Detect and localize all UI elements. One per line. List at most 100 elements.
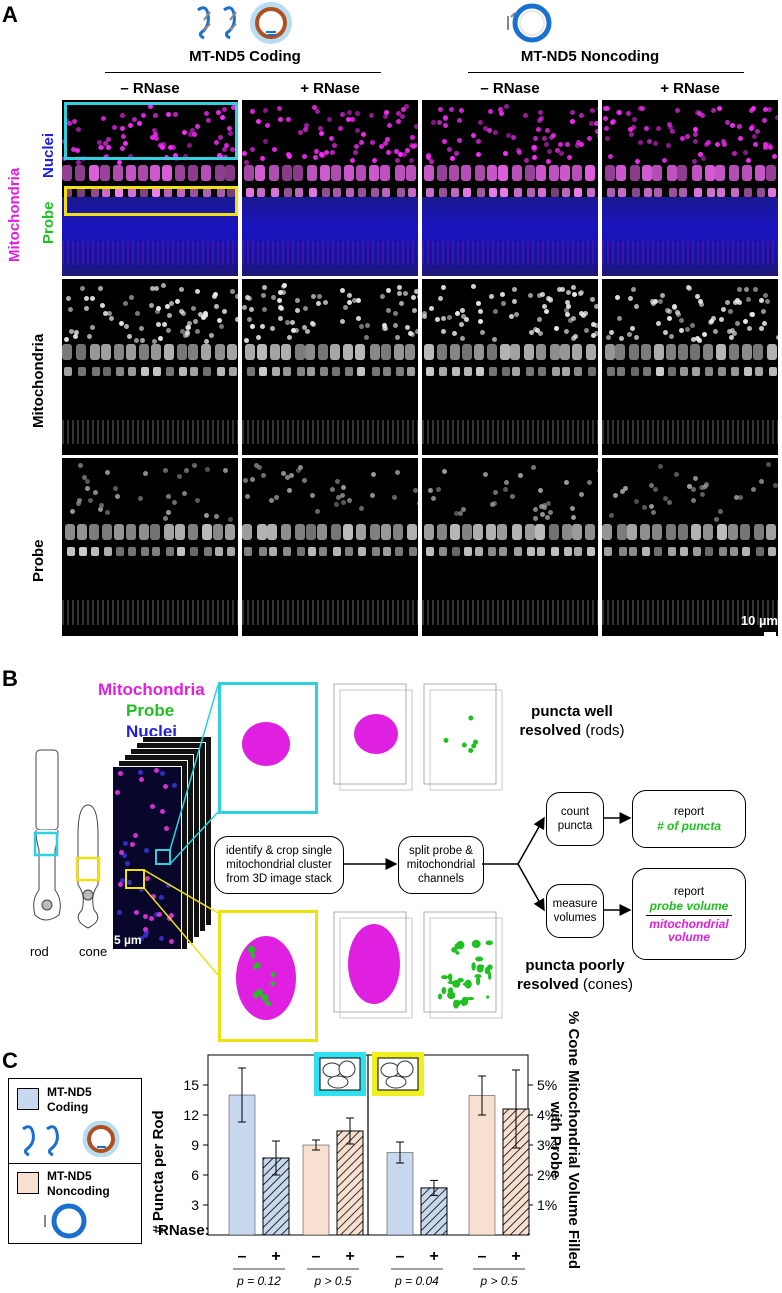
count-box: count puncta [546,792,604,846]
rod-label: rod [30,944,49,959]
legend-noncoding-icon [44,1203,87,1239]
label-mitochondria: Mitochondria [6,167,23,262]
micrograph-r3-c3 [422,458,598,636]
rods-heading-1: puncta well [531,703,613,720]
bar-cones-5 [386,1152,414,1236]
report-num: probe volume [645,899,733,916]
col-coding-plus: + RNase [300,80,360,97]
header-coding: MT-ND5 Coding [189,48,301,65]
cone-merge-punctum [253,962,261,969]
cone-probe-punctum [485,940,493,946]
report-cones-box: report probe volume mitochondrial volume [632,868,746,960]
legend-noncoding-label: MT-ND5 Noncoding [47,1169,110,1198]
row-probe-label: Probe [30,539,47,582]
pvalue-label: p > 0.5 [313,1274,351,1288]
rnase-sign: + [511,1248,520,1265]
rod-probe-punctum [443,737,449,743]
cone-merge-punctum [250,952,255,959]
col-coding-minus: – RNase [120,80,180,97]
rod-probe-punctum [471,743,477,749]
right-tick-label: 2% [537,1167,557,1183]
rnase-sign: + [271,1248,280,1265]
rnase-sign: – [396,1248,405,1265]
label-probe: Probe [40,201,57,244]
cone-label: cone [79,944,108,959]
panel-a-letter: A [2,2,18,27]
row-merge-labels-2: Nuclei [40,133,57,178]
rnase-sign: – [312,1248,321,1265]
micrograph-r3-c2 [242,458,418,636]
cone-probe-punctum [451,947,458,953]
crop-connectors [125,684,219,975]
rnase-sign: – [238,1248,247,1265]
cone-probe-punctum [464,979,472,989]
cone-probe-punctum [441,975,449,980]
rod-probe-punctum [461,742,467,748]
bar-rods-3 [302,1144,330,1236]
micrograph-grid [62,100,780,640]
report-den: mitochondrial volume [649,916,729,944]
rod-mito-inset-icon [314,1052,366,1096]
cones-heading-3: (cones) [582,976,633,993]
cone-merge-punctum [247,946,256,954]
left-tick-label: 6 [191,1167,199,1183]
cone-probe-punctum [447,981,456,985]
step-identify-text: identify & crop single mitochondrial clu… [225,845,333,885]
cone-mito-inset-icon [372,1052,424,1096]
panel-b-letter: B [2,666,18,691]
micrograph-r1-c2 [242,100,418,276]
left-tick-label: 9 [191,1137,199,1153]
pvalue-label: p > 0.5 [479,1274,517,1288]
scalebar-b-label: 5 µm [114,933,142,947]
pvalue-label: p = 0.04 [394,1274,439,1288]
cone-mito-blob [348,924,400,1004]
bar-rods-4 [336,1130,364,1236]
step-split-box: split probe & mitochondrial channels [398,836,484,894]
rods-heading: puncta well resolved (rods) [512,702,632,740]
step-identify-box: identify & crop single mitochondrial clu… [214,836,344,894]
legend-divider [9,1163,141,1164]
report-cones-title: report [673,885,705,898]
micrograph-r2-c1 [62,279,238,455]
panel-c-letter: C [2,1048,18,1073]
right-tick-label: 4% [537,1107,557,1123]
cone-probe-punctum [471,939,481,949]
scalebar-a-bar [764,632,776,636]
report-rods-title: report [673,806,705,818]
crop-frame-4 [423,911,503,1019]
workflow-arrows [343,812,632,916]
row-merge-labels-3: Probe [40,201,57,244]
rod-probe-punctum [468,747,474,753]
rod-merge-blob [242,722,290,766]
measure-box: measure volumes [546,884,604,938]
cone-probe-punctum [475,976,481,986]
col-noncoding-plus: + RNase [660,80,720,97]
legend-b-mito: Mitochondria [98,680,205,699]
cones-heading: puncta poorly resolved (cones) [500,956,650,994]
coding-probe-icon [197,2,292,44]
rnase-sign: + [429,1248,438,1265]
cones-heading-1: puncta poorly [525,957,625,974]
cone-probe-punctum [484,966,491,975]
micrograph-r1-c3 [422,100,598,276]
right-tick-label: 1% [537,1197,557,1213]
right-tick-label: 5% [537,1077,557,1093]
rod-probe-punctum [473,739,479,745]
noncoding-probe-icon [507,3,552,43]
legend-coding-swatch [17,1088,39,1110]
pvalue-label: p = 0.12 [236,1274,281,1288]
inner-segment-box [64,102,238,160]
cone-probe-punctum [455,951,460,955]
rod-mito-blob [354,714,398,754]
col-noncoding-minus: – RNase [480,80,540,97]
count-text: count puncta [557,806,593,832]
micrograph-r2-c3 [422,279,598,455]
left-tick-label: 12 [183,1107,199,1123]
header-noncoding: MT-ND5 Noncoding [520,48,660,65]
scalebar-a: 10 µm [722,612,778,636]
cones-heading-2: resolved [517,976,579,993]
legend-noncoding-swatch [17,1172,39,1194]
cone-probe-punctum [447,974,451,980]
crop-frame-3 [333,911,413,1019]
